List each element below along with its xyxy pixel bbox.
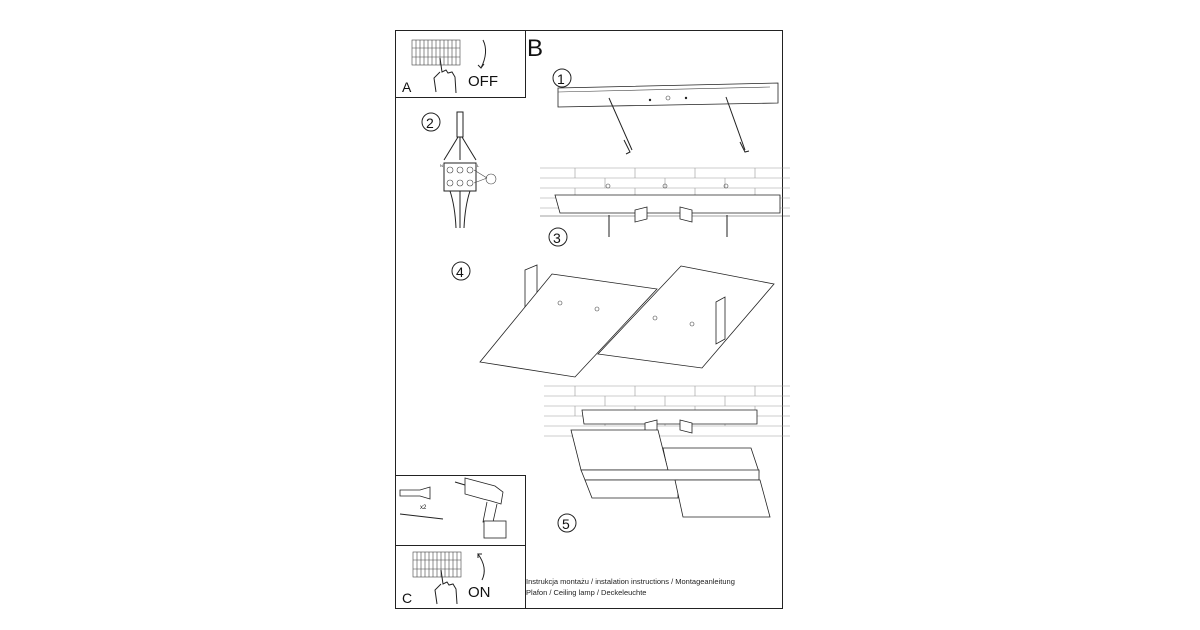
breaker-panel-icon [412, 551, 462, 578]
ground-symbol-icon [485, 173, 497, 185]
section-letter-c: C [402, 590, 412, 606]
section-letter-b: B [527, 35, 543, 62]
live-label: L [477, 163, 480, 168]
breaker-panel-icon [411, 39, 461, 66]
hand-icon [434, 569, 458, 605]
panel-a-power-off: A OFF [395, 30, 526, 98]
screw-icon [399, 513, 444, 520]
step-5-final-assembly: 5 [544, 385, 790, 533]
page-frame [395, 30, 783, 609]
spotlight-icon [634, 206, 693, 223]
step-number: 2 [426, 115, 434, 131]
drill-icon [454, 477, 507, 539]
action-off-label: OFF [468, 73, 498, 90]
neutral-label: N [440, 163, 443, 168]
screw-icons [557, 300, 695, 327]
arrow-up-icon [477, 553, 485, 581]
caption-product: Plafon / Ceiling lamp / Deckeleuchte [526, 588, 647, 597]
panel-c-power-on: C ON [395, 545, 526, 609]
section-letter-a: A [402, 79, 412, 95]
hand-icon [433, 57, 457, 94]
step-number: 5 [562, 516, 570, 532]
step-number: 3 [553, 230, 561, 246]
action-on-label: ON [468, 584, 491, 601]
arrow-down-icon [477, 39, 487, 69]
step-1-mount-bracket: 1 [552, 68, 779, 155]
step-number: 1 [557, 71, 565, 87]
panel-tools: x2 [395, 475, 526, 546]
step-number: 4 [456, 264, 464, 280]
quantity-label: x2 [420, 505, 427, 511]
caption-instructions: Instrukcja montażu / instalation instruc… [526, 577, 735, 586]
step-3-wall-mount: 3 [540, 167, 790, 247]
step-2-wiring-diagram: 2 N L [421, 111, 497, 229]
wall-plug-icon [399, 486, 431, 500]
step-4-attach-panels: 4 [451, 261, 775, 378]
